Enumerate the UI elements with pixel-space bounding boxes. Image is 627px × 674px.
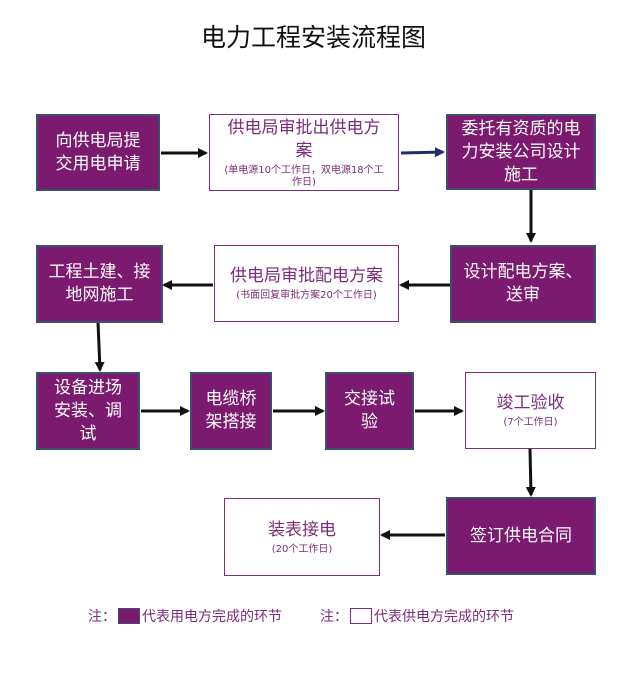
step-label: 委托有资质的电力安装公司设计施工 bbox=[461, 118, 581, 185]
diagram-title: 电力工程安装流程图 bbox=[200, 23, 426, 52]
arrow-n2-n3 bbox=[400, 147, 445, 158]
step-label: 设备进场安装、调试 bbox=[54, 377, 122, 444]
step-label: 向供电局提交用电申请 bbox=[55, 130, 141, 174]
legend-outline-swatch bbox=[350, 608, 372, 624]
step-commission-design: 委托有资质的电力安装公司设计施工 bbox=[446, 114, 596, 190]
step-label: 签订供电合同 bbox=[470, 525, 572, 546]
legend-supplier-side: 注： 代表供电方完成的环节 bbox=[320, 606, 514, 626]
step-design-distribution: 设计配电方案、送审 bbox=[450, 245, 596, 323]
step-label: 电缆桥架搭接 bbox=[205, 389, 257, 432]
legend-user-side: 注： 代表用电方完成的环节 bbox=[88, 606, 282, 626]
step-equipment-install: 设备进场安装、调试 bbox=[36, 372, 140, 450]
step-label: 供电局审批出供电方案 bbox=[227, 117, 381, 161]
step-sublabel: (书面回复审批方案20个工作日) bbox=[236, 290, 377, 301]
step-label: 交接试验 bbox=[344, 389, 395, 432]
arrow-n6-n7 bbox=[94, 321, 105, 372]
step-sublabel: (7个工作日) bbox=[503, 417, 558, 428]
step-handover-test: 交接试验 bbox=[325, 372, 414, 450]
step-label: 供电局审批配电方案 bbox=[230, 266, 383, 286]
legend-note-text: 代表供电方完成的环节 bbox=[374, 609, 514, 625]
step-label: 装表接电 bbox=[268, 519, 336, 540]
step-submit-application: 向供电局提交用电申请 bbox=[36, 114, 160, 191]
step-label: 工程土建、接地网施工 bbox=[48, 262, 151, 305]
legend-filled-swatch bbox=[118, 608, 140, 624]
step-label: 设计配电方案、送审 bbox=[463, 262, 583, 305]
step-power-supply-plan: 供电局审批出供电方案 (单电源10个工作日，双电源18个工作日) bbox=[209, 114, 399, 191]
legend-note-prefix: 注： bbox=[88, 609, 116, 625]
step-sublabel: (单电源10个工作日，双电源18个工作日) bbox=[224, 164, 384, 188]
step-sign-contract: 签订供电合同 bbox=[446, 497, 596, 575]
step-sublabel: (20个工作日) bbox=[271, 543, 333, 555]
step-civil-grounding: 工程土建、接地网施工 bbox=[36, 245, 163, 323]
legend-note-text: 代表用电方完成的环节 bbox=[142, 609, 282, 625]
step-meter-install: 装表接电 (20个工作日) bbox=[224, 498, 380, 576]
step-cable-tray: 电缆桥架搭接 bbox=[190, 372, 272, 450]
legend-note-prefix: 注： bbox=[320, 609, 348, 625]
step-label: 竣工验收 bbox=[496, 393, 565, 413]
step-completion-acceptance: 竣工验收 (7个工作日) bbox=[465, 372, 596, 449]
arrow-n10-n11 bbox=[525, 448, 536, 497]
step-approve-distribution: 供电局审批配电方案 (书面回复审批方案20个工作日) bbox=[214, 245, 399, 322]
